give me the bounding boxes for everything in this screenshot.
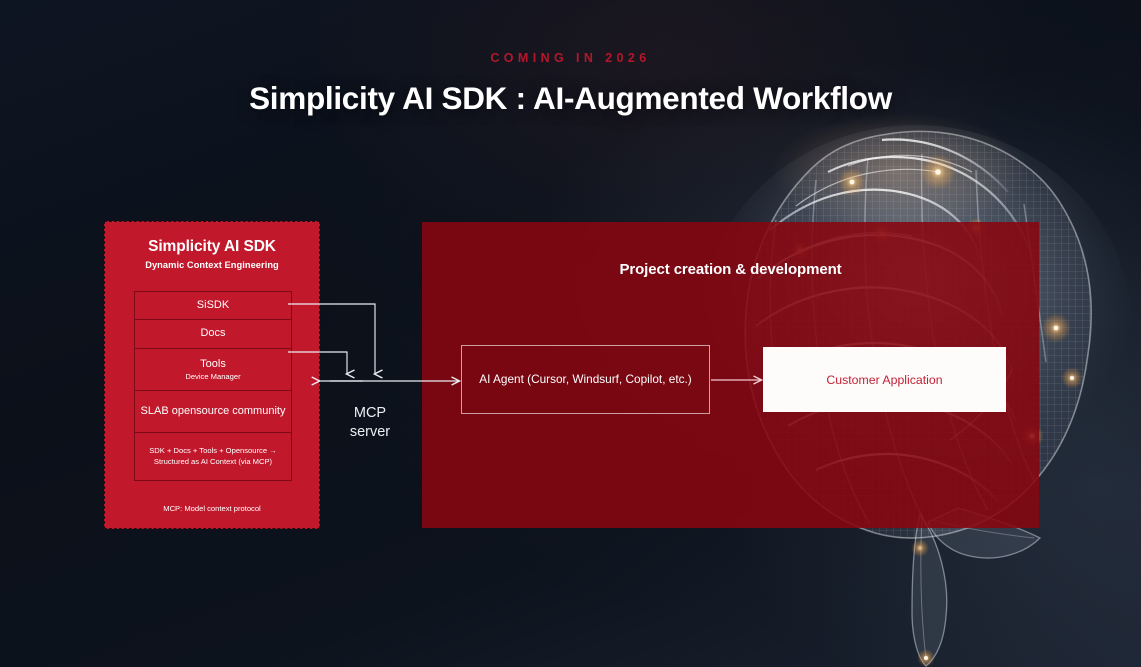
ai-agent-label: AI Agent (Cursor, Windsurf, Copilot, etc…	[479, 372, 692, 387]
sdk-panel-subtitle: Dynamic Context Engineering	[145, 260, 279, 270]
sdk-panel-footnote: MCP: Model context protocol	[163, 504, 261, 513]
ai-agent-box[interactable]: AI Agent (Cursor, Windsurf, Copilot, etc…	[461, 345, 710, 414]
project-panel-title: Project creation & development	[619, 261, 842, 278]
sdk-row-label: Tools	[200, 357, 226, 370]
warm-glow	[770, 112, 1030, 232]
sdk-row-label: SLAB opensource community	[140, 404, 286, 417]
sdk-row-summary: SDK + Docs + Tools + Opensource → Struct…	[135, 433, 291, 480]
kicker-label: COMING IN 2026	[490, 51, 651, 65]
customer-application-label: Customer Application	[826, 372, 943, 387]
customer-application-box[interactable]: Customer Application	[763, 347, 1006, 412]
sdk-row-list: SiSDK Docs Tools Device Manager SLAB ope…	[134, 291, 292, 481]
mcp-server-line1: MCP	[353, 405, 387, 421]
sdk-panel: Simplicity AI SDK Dynamic Context Engine…	[104, 221, 320, 529]
sdk-panel-title: Simplicity AI SDK	[148, 238, 276, 255]
mcp-server-line2: server	[349, 424, 391, 441]
sdk-row-tools[interactable]: Tools Device Manager	[135, 349, 291, 391]
sdk-row-sisdk[interactable]: SiSDK	[135, 292, 291, 320]
sdk-row-label: SDK + Docs + Tools + Opensource → Struct…	[149, 446, 277, 466]
sdk-row-docs[interactable]: Docs	[135, 320, 291, 349]
sdk-row-label: SiSDK	[196, 298, 230, 311]
sdk-row-label: Docs	[200, 327, 226, 340]
sdk-row-opensource[interactable]: SLAB opensource community	[135, 391, 291, 433]
page-title: Simplicity AI SDK : AI-Augmented Workflo…	[249, 80, 892, 116]
sdk-row-sublabel: Device Manager	[185, 372, 241, 382]
mcp-server-label: MCP server	[324, 404, 416, 442]
